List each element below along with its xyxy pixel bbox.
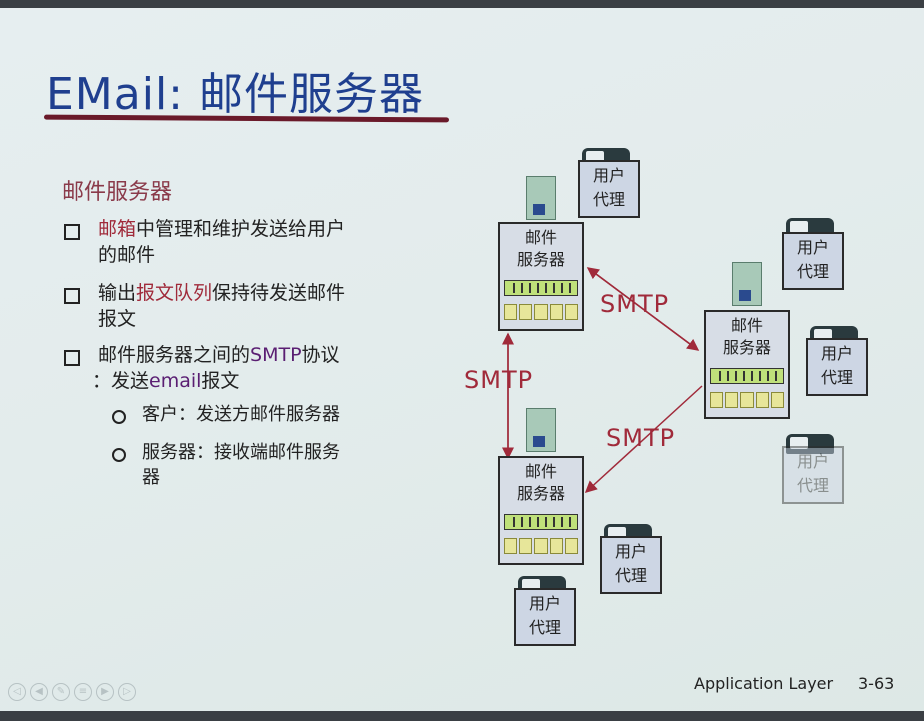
- sub-bullet-text-1: 客户：发送方邮件服务器: [142, 404, 340, 425]
- sub-bullet-text-2: 服务器：接收端邮件服务: [142, 442, 340, 463]
- mailbox-slots: [710, 392, 785, 408]
- bullet-2-part-c: 保持待发送邮件: [212, 282, 346, 304]
- bullet-1-highlight: 邮箱: [98, 218, 137, 240]
- message-queue: [504, 514, 578, 530]
- server-tower-icon: [526, 176, 556, 220]
- bullet-text-3-line2: ：发送email报文: [92, 368, 239, 394]
- bullet-3-highlight: SMTP: [250, 344, 302, 366]
- nav-prev-icon[interactable]: ◀: [30, 683, 48, 701]
- bullet-text-1: 邮箱中管理和维护发送给用户: [98, 216, 345, 242]
- bullet-3-part-c: 协议: [301, 344, 340, 366]
- user-agent-6: 用户代理: [514, 588, 576, 646]
- mail-server-right: 邮件服务器: [704, 310, 790, 419]
- bullet-text-3: 邮件服务器之间的SMTP协议: [98, 342, 340, 368]
- footer-text: Application Layer: [694, 674, 834, 693]
- section-heading: 邮件服务器: [62, 180, 173, 205]
- message-queue: [710, 368, 784, 384]
- user-agent-4: 用户代理: [782, 446, 844, 504]
- nav-menu-icon[interactable]: ≡: [74, 683, 92, 701]
- arrow-right-to-top: [586, 267, 699, 351]
- smtp-label-bottom: SMTP: [606, 424, 676, 452]
- nav-next-icon[interactable]: ▶: [96, 683, 114, 701]
- sub-bullet-marker: [112, 410, 126, 424]
- server-tower-icon: [526, 408, 556, 452]
- smtp-label-left: SMTP: [464, 366, 534, 394]
- computer-icon: [786, 434, 834, 454]
- bullet-3-line2-highlight: email: [149, 370, 202, 392]
- bottom-bar: [0, 711, 924, 721]
- bullet-marker: [64, 224, 80, 240]
- smtp-label-top: SMTP: [600, 290, 670, 318]
- bullet-3-line2-c: 报文: [201, 370, 240, 392]
- mailbox-slots: [504, 304, 579, 320]
- arrow-right-to-bottom: [584, 385, 703, 494]
- bullet-3-line2-a: ：发送: [92, 370, 150, 392]
- server-label: 邮件服务器: [516, 462, 565, 503]
- nav-first-icon[interactable]: ◁: [8, 683, 26, 701]
- sub-bullet-marker: [112, 448, 126, 462]
- server-label: 邮件服务器: [722, 316, 771, 357]
- server-tower-icon: [732, 262, 762, 306]
- user-agent-2: 用户代理: [782, 232, 844, 290]
- mailbox-slots: [504, 538, 579, 554]
- message-queue: [504, 280, 578, 296]
- mail-server-bottom: 邮件服务器: [498, 456, 584, 565]
- bullet-marker: [64, 350, 80, 366]
- bullet-1-rest: 中管理和维护发送给用户: [136, 218, 346, 240]
- bullet-3-part-a: 邮件服务器之间的: [98, 344, 251, 366]
- bullet-2-highlight: 报文队列: [136, 282, 213, 304]
- user-agent-1: 用户代理: [578, 160, 640, 218]
- bullet-text-2-line2: 报文: [98, 308, 137, 330]
- nav-pen-icon[interactable]: ✎: [52, 683, 70, 701]
- bullet-text-2: 输出报文队列保持待发送邮件: [98, 280, 345, 306]
- user-agent-5: 用户代理: [600, 536, 662, 594]
- top-bar: [0, 0, 924, 8]
- sub-bullet-text-2-line2: 器: [142, 467, 160, 488]
- mail-server-top: 邮件服务器: [498, 222, 584, 331]
- page-title: EMail: 邮件服务器: [46, 69, 424, 120]
- slide-number: 3-63: [858, 674, 895, 693]
- nav-last-icon[interactable]: ▷: [118, 683, 136, 701]
- bullet-text-1-line2: 的邮件: [98, 244, 156, 266]
- user-agent-3: 用户代理: [806, 338, 868, 396]
- server-label: 邮件服务器: [516, 228, 565, 269]
- bullet-2-part-a: 输出: [98, 282, 137, 304]
- slide-nav: ◁ ◀ ✎ ≡ ▶ ▷: [8, 683, 136, 701]
- bullet-marker: [64, 288, 80, 304]
